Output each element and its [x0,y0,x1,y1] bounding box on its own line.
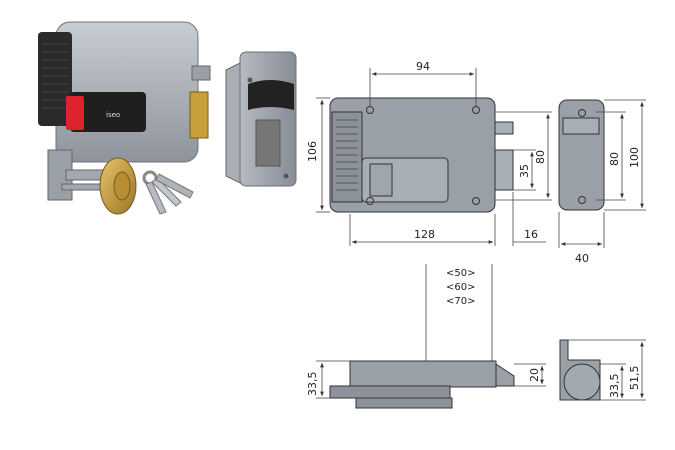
cylinder-assembly [47,149,137,215]
lock-handle [38,32,146,132]
dim-front-top-width: 94 [416,60,430,73]
bottom-view-dimensions [316,360,546,399]
dim-side-depth: 40 [575,252,589,265]
dim-bottom-latch-height: 20 [528,368,541,382]
side-view-dimensions [558,99,646,248]
backset-option-70: <70> [446,296,475,307]
dim-side-total-height: 100 [628,147,641,168]
dim-front-total-width: 128 [414,228,435,241]
keys [142,170,194,215]
dim-front-latch-height: 35 [518,164,531,178]
red-push-button [66,96,84,130]
front-view-drawing [329,97,514,213]
strike-plate-photo [225,51,297,187]
bottom-view-drawing [329,360,515,409]
dim-front-height: 106 [306,141,319,162]
side-bottom-view-drawing [559,339,601,401]
backset-option-60: <60> [446,282,475,293]
dim-side-bottom-total-height: 51,5 [628,366,641,391]
dim-front-bolt-projection: 16 [524,228,538,241]
front-view-dimensions [316,68,552,246]
dim-side-inner-height: 80 [608,152,621,166]
brand-label: iseo [106,111,120,119]
dim-front-latch-offset: 80 [534,150,547,164]
side-view-drawing [558,99,605,211]
bottom-view-dimensions-top [425,264,493,364]
backset-option-50: <50> [446,268,475,279]
dim-side-bottom-inner-height: 33,5 [608,374,621,399]
side-bottom-view-dimensions [560,339,646,401]
dim-bottom-body-height: 33,5 [306,372,319,397]
